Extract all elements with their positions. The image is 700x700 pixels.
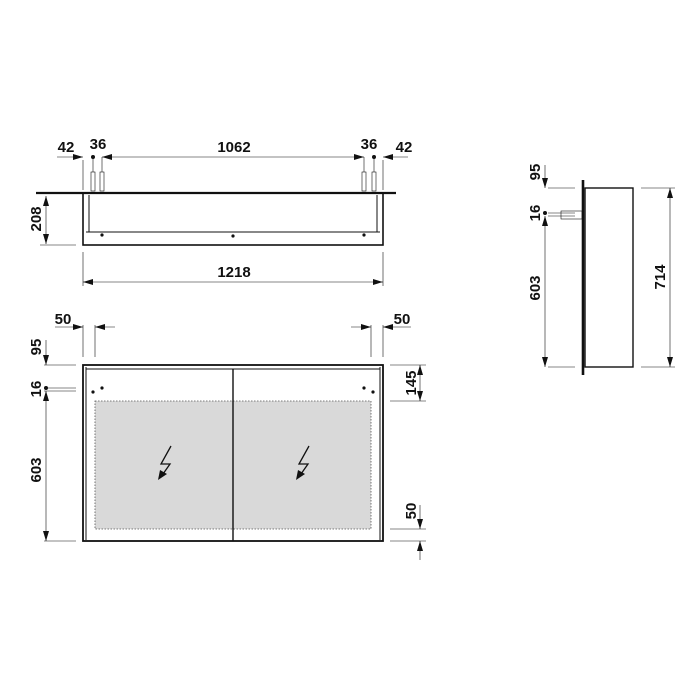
dim-50-bottom: 50 [403, 503, 420, 520]
side-view: 95 16 603 714 [527, 164, 675, 375]
cabinet-side [584, 187, 634, 368]
top-view: 42 36 1062 36 42 208 1218 [28, 136, 412, 286]
dim-42-right: 42 [396, 139, 413, 156]
dim-50-right: 50 [394, 311, 411, 328]
cabinet-body [82, 192, 384, 246]
wall-fixings [90, 171, 377, 192]
wall-fixing [560, 210, 583, 220]
dim-16: 16 [28, 381, 45, 398]
dim-95: 95 [28, 339, 45, 356]
lightning-icon [158, 445, 172, 480]
dim-36-left: 36 [90, 136, 107, 153]
dim-16: 16 [527, 205, 544, 222]
dim-1062: 1062 [217, 139, 250, 156]
dim-603: 603 [527, 275, 544, 300]
dim-603: 603 [28, 457, 45, 482]
dim-95: 95 [527, 164, 544, 181]
front-view: 50 50 95 16 603 145 50 [28, 311, 426, 560]
dim-208: 208 [28, 206, 45, 231]
dim-50-left: 50 [55, 311, 72, 328]
dim-1218: 1218 [217, 264, 250, 281]
dim-714: 714 [652, 264, 669, 290]
dim-36-right: 36 [361, 136, 378, 153]
lightning-icon [296, 445, 310, 480]
dim-145: 145 [403, 370, 420, 395]
dim-42-left: 42 [58, 139, 75, 156]
